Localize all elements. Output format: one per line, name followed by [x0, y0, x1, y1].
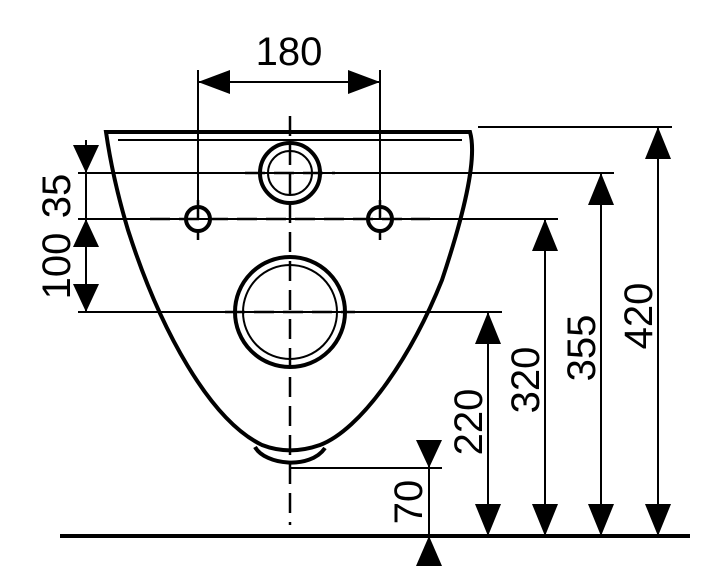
arrow-420-top [645, 127, 671, 159]
arrow-320-bottom [532, 504, 558, 536]
arrow-355-bottom [588, 504, 614, 536]
dim-label-420: 420 [617, 283, 661, 350]
arrow-220-top [475, 312, 501, 344]
arrow-220-bottom [475, 504, 501, 536]
arrow-35-top [73, 145, 99, 173]
dim-label-320: 320 [504, 347, 548, 414]
dim-label-100: 100 [35, 233, 79, 300]
dim-label-355: 355 [560, 315, 604, 382]
bowl-lip [253, 445, 327, 465]
arrow-180-left [198, 70, 230, 94]
arrow-320-top [532, 219, 558, 251]
dim-label-70: 70 [387, 480, 431, 525]
dim-label-220: 220 [447, 389, 491, 456]
dim-label-35: 35 [35, 174, 79, 219]
arrow-420-bottom [645, 504, 671, 536]
arrow-35-bottom [73, 219, 99, 247]
arrow-180-right [348, 70, 380, 94]
arrow-355-top [588, 173, 614, 205]
arrow-100-bottom [73, 284, 99, 312]
arrow-70-top [416, 440, 442, 468]
bowl-outline [103, 130, 475, 453]
dim-label-180: 180 [256, 30, 323, 74]
arrow-70-bottom [416, 536, 442, 566]
